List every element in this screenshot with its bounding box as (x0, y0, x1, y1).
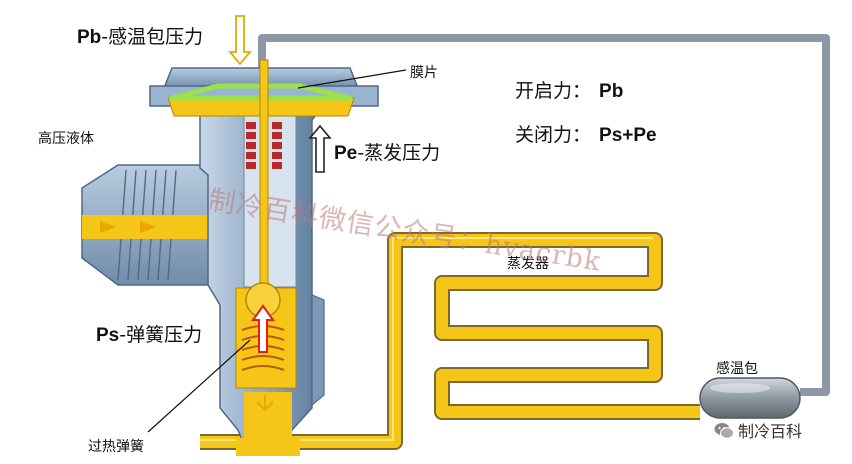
wechat-icon (714, 423, 734, 439)
sensing-bulb (699, 377, 801, 419)
brand-badge: 制冷百科 (714, 418, 802, 442)
spring-leader (147, 339, 251, 433)
pb-symbol: Pb (77, 27, 102, 48)
pb-label: Pb-感温包压力 (77, 22, 203, 49)
ps-arrow (251, 304, 275, 353)
pe-symbol: Pe (334, 143, 358, 164)
superheat-spring-label: 过热弹簧 (88, 439, 144, 455)
ps-text: -弹簧压力 (119, 324, 203, 346)
pb-arrow (228, 15, 252, 66)
brand-name: 制冷百科 (738, 422, 803, 441)
open-force-caption: 开启力： (515, 80, 592, 102)
close-force-value: Ps+Pe (599, 125, 657, 146)
ps-label: Ps-弹簧压力 (96, 320, 202, 347)
diaphragm-leader (297, 69, 407, 89)
open-force-label: 开启力： Pb (515, 76, 623, 103)
evaporator-label: 蒸发器 (507, 256, 549, 272)
pb-text: -感温包压力 (101, 26, 204, 48)
diaphragm (169, 83, 353, 101)
close-force-caption: 关闭力： (515, 124, 592, 146)
capillary-tube (258, 34, 830, 396)
close-force-label: 关闭力： Ps+Pe (515, 120, 657, 147)
pe-text: -蒸发压力 (357, 142, 441, 164)
ps-symbol: Ps (96, 325, 120, 346)
open-force-value: Pb (599, 81, 624, 102)
high-pressure-liquid-label: 高压液体 (38, 131, 94, 147)
pe-arrow (308, 124, 332, 173)
sensing-bulb-label: 感温包 (716, 361, 758, 377)
pe-label: Pe-蒸发压力 (334, 138, 440, 165)
diaphragm-label: 膜片 (410, 65, 438, 81)
